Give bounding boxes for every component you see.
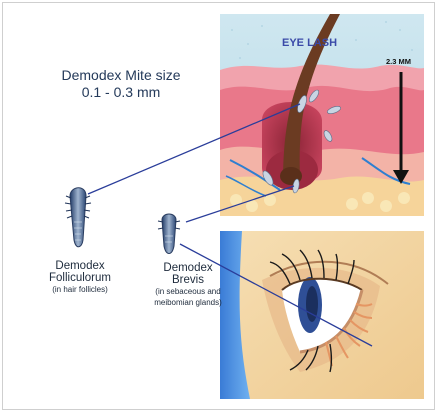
folliculorum-name-line-1: Demodex [30, 260, 130, 272]
brevis-name-line-1: Demodex [140, 262, 236, 274]
brevis-note-line-2: meibomian glands) [140, 298, 236, 308]
title-line-1: Demodex Mite size [36, 67, 206, 84]
eye-closeup-panel [220, 231, 424, 399]
brevis-note-line-1: (in sebaceous and [140, 287, 236, 297]
measure-label: 2.3 MM [386, 57, 411, 66]
brevis-name-line-2: Brevis [140, 274, 236, 286]
brevis-label: Demodex Brevis (in sebaceous and meibomi… [140, 262, 236, 307]
folliculorum-note: (in hair follicles) [30, 285, 130, 295]
folliculorum-label: Demodex Folliculorum (in hair follicles) [30, 260, 130, 295]
demodex-brevis-mite [158, 214, 180, 254]
title-line-2: 0.1 - 0.3 mm [36, 84, 206, 101]
folliculorum-name-line-2: Folliculorum [30, 272, 130, 284]
demodex-folliculorum-mite [65, 188, 91, 247]
eyelash-label: EYE LASH [282, 37, 337, 49]
diagram-title: Demodex Mite size 0.1 - 0.3 mm [36, 67, 206, 101]
